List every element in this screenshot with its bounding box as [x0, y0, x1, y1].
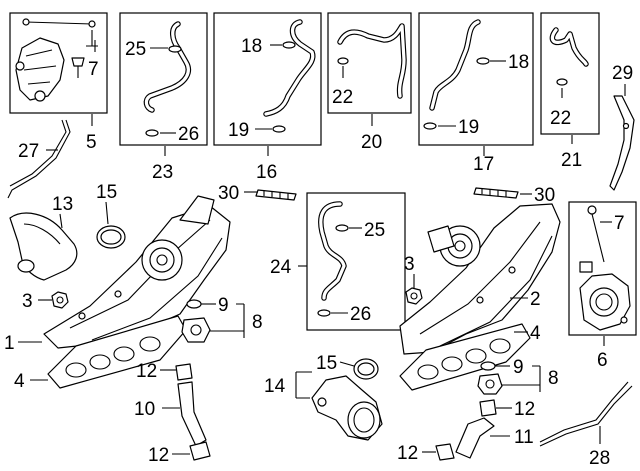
spacer-30-right: 30	[473, 185, 555, 206]
callout-18: 18	[508, 52, 529, 73]
oring-9-right: 9	[480, 357, 524, 378]
spacer-30-left: 30	[218, 183, 297, 204]
callout-28: 28	[589, 448, 610, 469]
clamp-12-upper-left: 12	[136, 361, 193, 382]
callout-9: 9	[513, 357, 524, 378]
callout-12: 12	[136, 361, 157, 382]
callout-5: 5	[86, 132, 97, 153]
callout-23: 23	[152, 162, 173, 183]
clamp-12-lower-right: 12	[397, 443, 455, 464]
nut-3-left: 3	[22, 291, 69, 312]
tube-28: 28	[539, 381, 633, 469]
callout-8: 8	[548, 368, 559, 389]
sensor-wire-left	[22, 18, 98, 78]
hose-11: 11	[455, 417, 534, 459]
callout-7: 7	[614, 213, 625, 234]
callout-3: 3	[404, 254, 415, 275]
gasket-4-right: 4	[399, 323, 541, 391]
callout-17: 17	[473, 154, 494, 175]
callout-1: 1	[4, 333, 15, 354]
intake-pipe-13: 13	[9, 194, 78, 281]
seal-15-left: 15	[96, 182, 126, 249]
box-21: 22 21	[540, 12, 600, 171]
callout-19: 19	[228, 120, 249, 141]
clamp-12-lower-left: 12	[148, 441, 211, 466]
callout-15: 15	[96, 182, 117, 203]
callout-22: 22	[332, 87, 353, 108]
wastegate-actuator-right	[579, 273, 631, 331]
nut-3-right: 3	[404, 254, 423, 305]
clamp-12-upper-right: 12	[479, 399, 535, 420]
wastegate-actuator-left	[15, 37, 65, 102]
callout-16: 16	[256, 162, 277, 183]
box-23: 25 26 23	[119, 12, 208, 183]
callout-26: 26	[350, 304, 371, 325]
callout-7: 7	[88, 59, 99, 80]
callout-29: 29	[612, 63, 633, 84]
callout-15: 15	[316, 353, 337, 374]
callout-26: 26	[178, 124, 199, 145]
callout-18: 18	[241, 36, 262, 57]
callout-21: 21	[561, 150, 582, 171]
callout-24: 24	[270, 257, 292, 278]
callout-2: 2	[530, 289, 541, 310]
callout-10: 10	[134, 399, 155, 420]
bracket-29: 29	[609, 63, 635, 191]
callout-22: 22	[550, 108, 571, 129]
box-17: 18 19 17	[418, 12, 534, 175]
callout-25: 25	[364, 220, 385, 241]
hose-10: 10	[134, 381, 207, 447]
oring-9-left: 9	[186, 295, 229, 316]
callout-13: 13	[52, 194, 73, 215]
callout-4: 4	[14, 371, 25, 392]
callout-12: 12	[397, 443, 418, 464]
tube-27: 27	[7, 119, 71, 199]
callout-30: 30	[218, 183, 239, 204]
callout-20: 20	[361, 132, 382, 153]
seal-15-center: 15	[316, 353, 379, 380]
box-20: 22 20	[327, 12, 412, 153]
callout-12: 12	[514, 399, 535, 420]
sensor-wire-right: 7	[579, 205, 625, 273]
turbocharger-right	[399, 203, 561, 355]
callout-27: 27	[18, 141, 39, 162]
callout-9: 9	[218, 295, 229, 316]
box-16: 18 19 16	[213, 12, 322, 183]
fitting-8-right: 8	[477, 365, 559, 395]
fitting-8-left: 8	[181, 303, 263, 343]
callout-12: 12	[148, 445, 169, 466]
turbocharger-left	[43, 195, 231, 349]
callout-30: 30	[534, 185, 555, 206]
callout-11: 11	[514, 427, 534, 448]
callout-6: 6	[597, 350, 608, 371]
box-5: 7 5	[9, 12, 108, 153]
box-6: 7 6	[568, 201, 637, 371]
callout-14: 14	[264, 376, 286, 397]
pipe-14: 14	[264, 371, 383, 441]
callout-8: 8	[252, 312, 263, 333]
box-24: 25 26 24	[270, 192, 406, 331]
callout-4: 4	[530, 323, 541, 344]
callout-3: 3	[22, 291, 33, 312]
callout-19: 19	[458, 117, 479, 138]
callout-25: 25	[125, 39, 146, 60]
